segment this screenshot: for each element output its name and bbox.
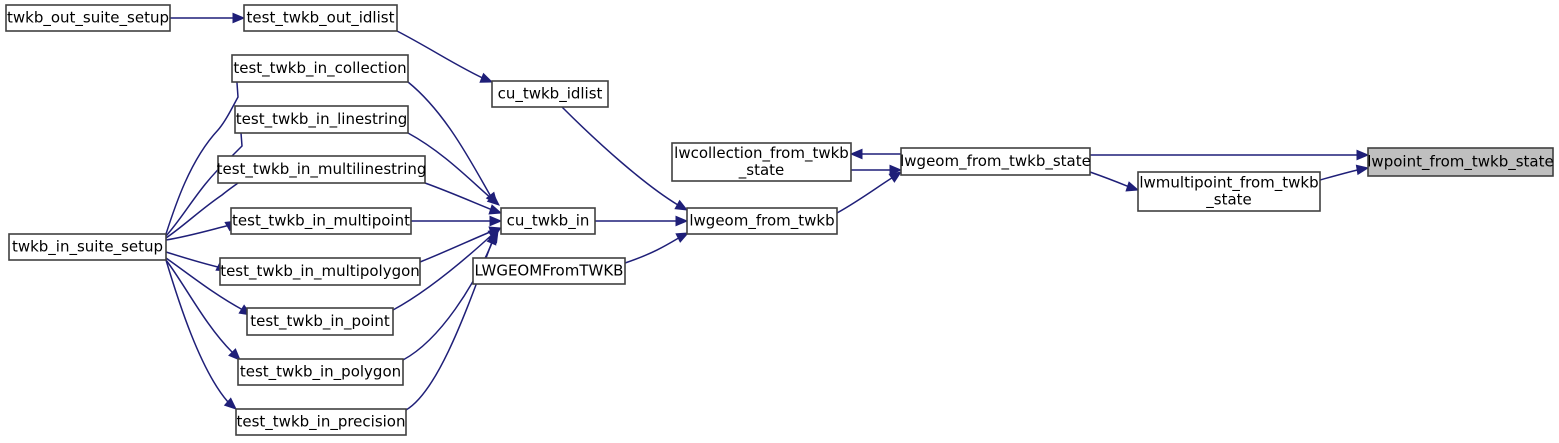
edge-twkb_in_suite_setup-to-test_twkb_in_multipolygon — [165, 251, 230, 272]
node-twkb_out_suite_setup[interactable]: twkb_out_suite_setup — [5, 4, 171, 32]
node-box[interactable] — [246, 307, 394, 336]
node-test_twkb_in_polygon[interactable]: test_twkb_in_polygon — [237, 358, 404, 386]
node-box[interactable] — [472, 257, 626, 285]
arrowhead-icon — [849, 148, 863, 160]
node-test_twkb_out_idlist[interactable]: test_twkb_out_idlist — [243, 4, 398, 32]
node-twkb_in_suite_setup[interactable]: twkb_in_suite_setup — [8, 233, 167, 261]
node-lwpoint_from_twkb_state[interactable]: lwpoint_from_twkb_state — [1367, 147, 1554, 177]
node-LWGEOMFromTWKB[interactable]: LWGEOMFromTWKB — [472, 257, 626, 285]
node-test_twkb_in_precision[interactable]: test_twkb_in_precision — [235, 408, 407, 436]
edge-lwgeom_from_twkb_state-to-lwpoint_from_twkb_state — [1090, 149, 1370, 161]
arrowhead-icon — [1355, 164, 1370, 176]
node-box[interactable] — [235, 408, 407, 436]
node-label: lwpoint_from_twkb_state — [1367, 153, 1553, 172]
arrowhead-icon — [223, 397, 237, 410]
node-label: twkb_out_suite_setup — [7, 9, 169, 28]
edge-LWGEOMFromTWKB-to-lwgeom_from_twkb — [624, 232, 690, 264]
edge-lwgeom_from_twkb-to-lwgeom_from_twkb_state — [836, 171, 903, 214]
node-label: _state — [738, 161, 785, 180]
arrowhead-icon — [1125, 181, 1140, 192]
node-label: test_twkb_out_idlist — [247, 9, 395, 28]
node-test_twkb_in_multipoint[interactable]: test_twkb_in_multipoint — [230, 207, 412, 235]
edge-lwgeom_from_twkb_state-to-lwcollection_from_twkb_state — [849, 148, 901, 160]
arrowhead-icon — [489, 215, 503, 227]
node-test_twkb_in_collection[interactable]: test_twkb_in_collection — [231, 54, 409, 83]
arrowhead-icon — [479, 72, 494, 83]
node-label: test_twkb_in_multipolygon — [220, 262, 420, 281]
node-box[interactable] — [5, 4, 171, 32]
arrowhead-icon — [1356, 149, 1370, 161]
edge-twkb_out_suite_setup-to-test_twkb_out_idlist — [170, 12, 246, 24]
edge-twkb_in_suite_setup-to-test_twkb_in_polygon — [165, 259, 241, 361]
arrowhead-icon — [675, 232, 690, 243]
edge-test_twkb_in_linestring-to-cu_twkb_in — [407, 132, 500, 206]
node-lwmultipoint_from_twkb_state[interactable]: lwmultipoint_from_twkb_state — [1137, 171, 1321, 212]
node-label: lwmultipoint_from_twkb — [1139, 174, 1318, 193]
node-box[interactable] — [243, 4, 398, 32]
node-box[interactable] — [491, 80, 609, 108]
node-label: cu_twkb_in — [507, 212, 590, 231]
node-box[interactable] — [500, 207, 596, 235]
edge-test_twkb_out_idlist-to-cu_twkb_idlist — [396, 30, 494, 83]
node-test_twkb_in_multipolygon[interactable]: test_twkb_in_multipolygon — [219, 257, 421, 286]
arrowhead-icon — [232, 12, 246, 24]
node-label: lwgeom_from_twkb_state — [900, 152, 1091, 171]
node-test_twkb_in_linestring[interactable]: test_twkb_in_linestring — [234, 105, 409, 134]
edge-test_twkb_in_precision-to-cu_twkb_in — [405, 231, 497, 411]
edge-lwmultipoint_from_twkb_state-to-lwpoint_from_twkb_state — [1319, 164, 1370, 181]
node-label: _state — [1205, 191, 1252, 210]
edge-lwgeom_from_twkb_state-to-lwmultipoint_from_twkb_state — [1089, 171, 1140, 192]
edge-lwcollection_from_twkb_state-to-lwgeom_from_twkb_state — [851, 164, 903, 176]
node-test_twkb_in_multilinestring[interactable]: test_twkb_in_multilinestring — [217, 155, 427, 184]
node-box[interactable] — [1367, 147, 1554, 177]
arrowhead-icon — [675, 215, 689, 227]
edge-cu_twkb_in-to-lwgeom_from_twkb — [595, 215, 689, 227]
node-test_twkb_in_point[interactable]: test_twkb_in_point — [246, 307, 394, 336]
arrowhead-icon — [486, 193, 500, 206]
node-box[interactable] — [219, 257, 421, 286]
node-box[interactable] — [671, 142, 852, 182]
node-label: test_twkb_in_multilinestring — [217, 160, 427, 179]
nodes-layer: twkb_out_suite_setup test_twkb_out_idlist… — [5, 4, 1554, 436]
node-box[interactable] — [234, 105, 409, 134]
node-lwgeom_from_twkb_state[interactable]: lwgeom_from_twkb_state — [900, 147, 1091, 176]
node-label: lwgeom_from_twkb — [689, 212, 834, 231]
node-label: test_twkb_in_point — [250, 312, 390, 331]
arrowhead-icon — [486, 231, 497, 246]
node-box[interactable] — [230, 207, 412, 235]
node-box[interactable] — [686, 207, 838, 235]
node-box[interactable] — [237, 358, 404, 386]
node-box[interactable] — [1137, 171, 1321, 212]
arrowhead-icon — [674, 199, 689, 211]
node-label: LWGEOMFromTWKB — [475, 262, 624, 280]
node-box[interactable] — [8, 233, 167, 261]
edge-test_twkb_in_collection-to-cu_twkb_in — [407, 81, 498, 206]
arrowhead-icon — [889, 164, 903, 176]
node-label: test_twkb_in_multipoint — [232, 212, 410, 231]
edge-test_twkb_in_multilinestring-to-cu_twkb_in — [424, 182, 503, 215]
node-lwcollection_from_twkb_state[interactable]: lwcollection_from_twkb_state — [671, 142, 852, 182]
arrowhead-icon — [228, 348, 241, 361]
edge-cu_twkb_idlist-to-lwgeom_from_twkb — [561, 106, 689, 211]
node-label: test_twkb_in_polygon — [240, 363, 401, 382]
arrowhead-icon — [488, 204, 503, 215]
arrowhead-icon — [888, 171, 903, 183]
node-box[interactable] — [217, 155, 426, 184]
node-label: test_twkb_in_precision — [236, 413, 405, 432]
edge-twkb_in_suite_setup-to-test_twkb_in_precision — [165, 259, 237, 410]
node-label: cu_twkb_idlist — [498, 85, 603, 104]
node-cu_twkb_in[interactable]: cu_twkb_in — [500, 207, 596, 235]
node-lwgeom_from_twkb[interactable]: lwgeom_from_twkb — [686, 207, 838, 235]
edge-test_twkb_in_multipoint-to-cu_twkb_in — [411, 215, 503, 227]
node-cu_twkb_idlist[interactable]: cu_twkb_idlist — [491, 80, 609, 108]
node-label: lwcollection_from_twkb — [674, 144, 849, 163]
node-label: test_twkb_in_linestring — [236, 110, 407, 129]
node-label: twkb_in_suite_setup — [12, 238, 163, 257]
node-box[interactable] — [231, 54, 409, 83]
node-label: test_twkb_in_collection — [233, 59, 406, 78]
node-box[interactable] — [900, 147, 1091, 176]
